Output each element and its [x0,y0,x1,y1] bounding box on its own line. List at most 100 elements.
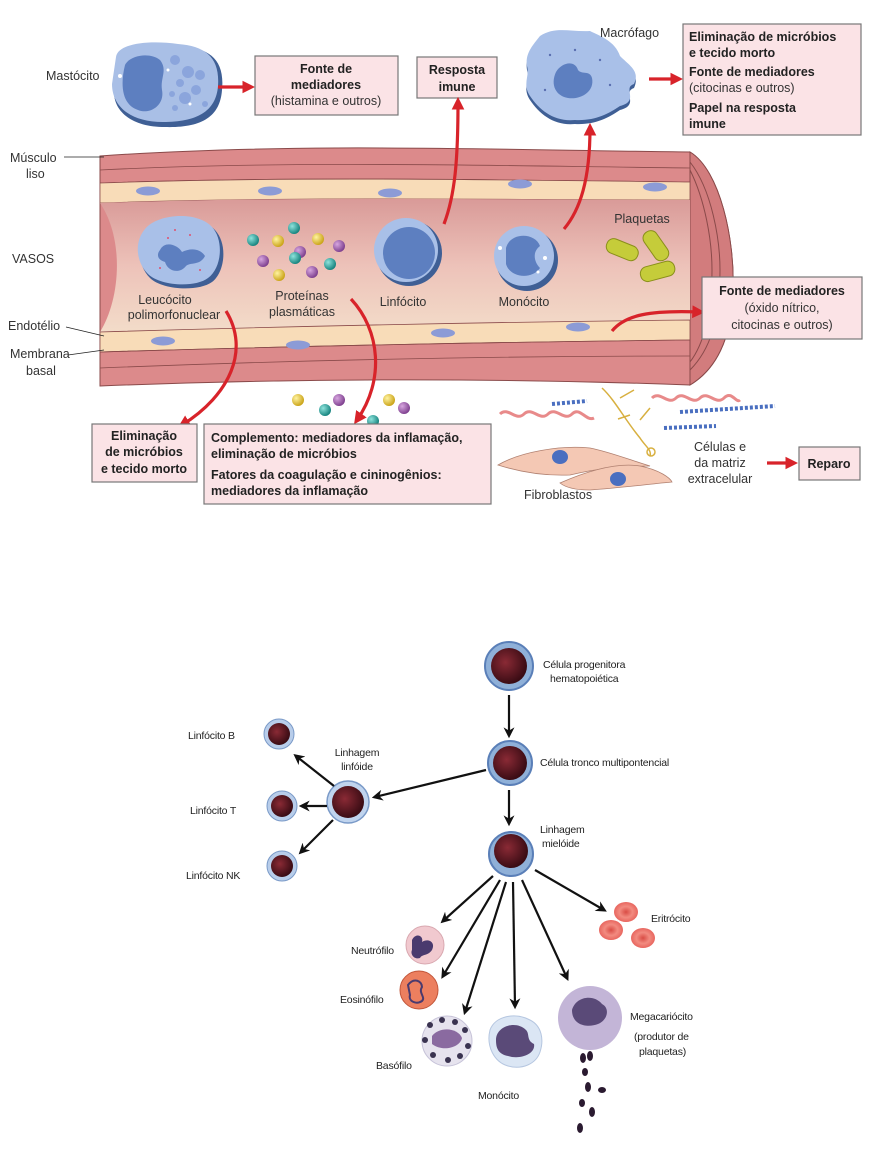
lymphoid-label-2: linfóide [341,761,373,773]
megakaryocyte-note-1: (produtor de [634,1031,689,1043]
neutrophil [405,925,445,965]
myeloid-to-erythrocyte-arrow [534,869,607,912]
lymphocyte [374,218,442,286]
platelets [605,230,676,283]
blood-vessel [99,147,734,387]
monocyte [494,226,558,291]
svg-text:Papel na resposta: Papel na resposta [689,101,797,115]
svg-text:Eliminação: Eliminação [111,429,177,443]
lymphocyte-label: Linfócito [380,295,427,309]
lymphoid-label-1: Linhagem [335,747,380,759]
macrophage-roles-box: Eliminação de micróbios e tecido morto F… [682,23,862,136]
myeloid-to-megakaryocyte-arrow [521,879,569,981]
plasma-proteins-label-2: plasmáticas [269,305,335,319]
multipotent-stem-cell [487,740,533,786]
myeloid-to-basophil-arrow [462,881,508,1016]
basophil-label: Basófilo [376,1060,412,1072]
svg-text:(citocinas e outros): (citocinas e outros) [689,81,795,95]
t-lymphocyte-label: Linfócito T [190,805,237,817]
svg-text:de micróbios: de micróbios [105,445,183,459]
pmn-label-1: Leucócito [138,293,192,307]
svg-text:e tecido morto: e tecido morto [689,46,775,60]
myeloid-to-neutrophil-arrow [440,875,494,924]
nk-lymphocyte-label: Linfócito NK [186,870,240,882]
megakaryocyte [558,986,622,1050]
stem-to-lymphoid-arrow [371,768,487,801]
smooth-muscle-label-2: liso [26,167,45,181]
plasma-proteins [247,222,345,281]
svg-text:eliminação de micróbios: eliminação de micróbios [211,447,357,461]
monocyte-to-macrophage-arrow [562,122,597,231]
monocyte-cell-label: Monócito [478,1090,519,1102]
svg-text:Resposta: Resposta [429,63,486,77]
endothelium-to-mediators-arrow [610,305,706,333]
myeloid-progenitor [488,831,534,877]
basement-membrane-label-2: basal [26,364,56,378]
svg-text:(óxido nítrico,: (óxido nítrico, [744,301,819,315]
fibroblasts-label: Fibroblastos [524,488,592,502]
svg-text:imune: imune [689,117,726,131]
myeloid-label-2: mielóide [542,838,580,850]
basophil [421,1015,473,1067]
svg-text:Fatores da coagulação e cinino: Fatores da coagulação e cininogênios: [211,468,442,482]
mast-cell [112,42,223,128]
fibroblasts [497,446,673,491]
myeloid-label-1: Linhagem [540,824,585,836]
repair-box: Reparo [798,446,861,481]
pmn-leukocyte [137,215,224,289]
eosinophil-label: Eosinófilo [340,994,384,1006]
t-lymphocyte [266,790,298,822]
b-lymphocyte-label: Linfócito B [188,730,235,742]
myeloid-to-monocyte-arrow [509,881,521,1010]
monocyte-cell [488,1015,543,1068]
megakaryocyte-note-2: plaquetas) [639,1046,686,1058]
neutrophil-label: Neutrófilo [351,945,394,957]
platelets-label: Plaquetas [614,212,670,226]
released-proteins [292,394,410,427]
svg-text:e tecido morto: e tecido morto [101,462,187,476]
eosinophil [399,970,439,1010]
ecm-label-2: da matriz [694,456,745,470]
progenitor-label-2: hematopoiética [550,673,619,685]
svg-text:Fonte de: Fonte de [300,62,352,76]
immune-response-box: Resposta imune [416,56,498,99]
svg-text:mediadores da inflamação: mediadores da inflamação [211,484,368,498]
macrophage [526,30,636,125]
svg-text:mediadores: mediadores [291,78,361,92]
endothelial-mediators-box: Fonte de mediadores (óxido nítrico, cito… [701,276,863,340]
proteins-to-roles-arrow [349,297,378,425]
basement-membrane-leader [67,349,105,356]
myeloid-to-eosinophil-arrow [441,879,501,979]
platelet-fragments [577,1051,606,1133]
vessel-labels: Músculo liso VASOS Endotélio Membrana ba… [8,151,105,378]
svg-text:Reparo: Reparo [807,457,850,471]
macrophage-label: Macrófago [600,26,659,40]
pmn-label-2: polimorfonuclear [128,308,220,322]
vessels-label: VASOS [12,252,54,266]
megakaryocyte-label: Megacariócito [630,1011,693,1023]
svg-text:(histamina e outros): (histamina e outros) [271,94,381,108]
multipotent-stem-label: Célula tronco multipontencial [540,757,669,769]
monocyte-label: Monócito [499,295,550,309]
smooth-muscle-label: Músculo [10,151,57,165]
plasma-proteins-label-1: Proteínas [275,289,329,303]
progenitor-cell [484,641,534,691]
ecm-label-1: Células e [694,440,746,454]
lymphoid-progenitor [326,780,370,824]
basement-membrane-label: Membrana [10,347,70,361]
mast-mediators-box: Fonte de mediadores (histamina e outros) [254,55,399,116]
svg-text:Fonte de mediadores: Fonte de mediadores [719,284,845,298]
svg-text:Fonte de mediadores: Fonte de mediadores [689,65,815,79]
svg-text:Eliminação de micróbios: Eliminação de micróbios [689,30,836,44]
ecm-label-3: extracelular [688,472,753,486]
pmn-to-elimination-arrow [177,310,238,428]
erythrocytes [599,902,655,948]
mast-cell-label: Mastócito [46,69,100,83]
erythrocyte-label: Eritrócito [651,913,691,925]
pmn-roles-box: Eliminação de micróbios e tecido morto [91,423,198,483]
svg-text:imune: imune [439,80,476,94]
svg-text:Complemento: mediadores da inf: Complemento: mediadores da inflamação, [211,431,462,445]
lymphoid-to-b-arrow [293,753,335,787]
lymphoid-to-nk-arrow [298,819,334,855]
b-lymphocyte [263,718,295,750]
